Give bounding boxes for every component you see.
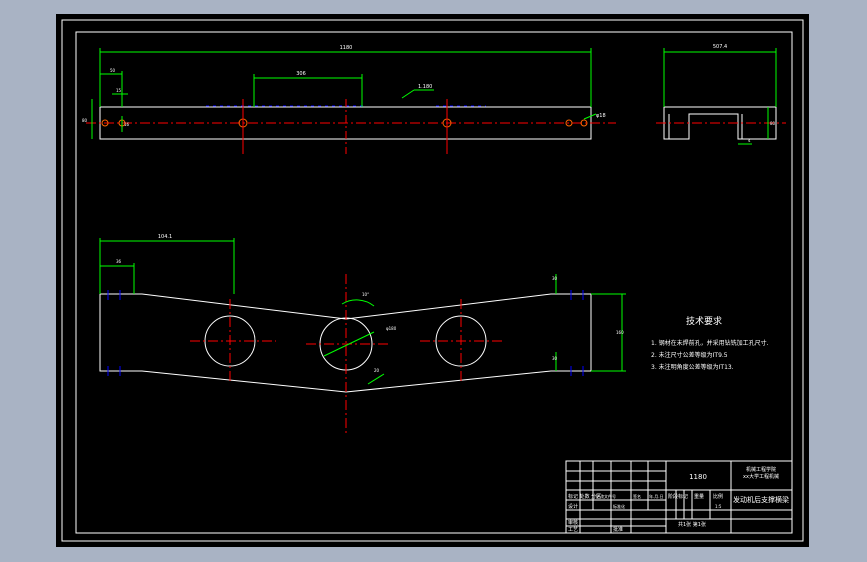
mid-approve: 批准 bbox=[613, 526, 623, 533]
row-process: 工艺 bbox=[568, 527, 578, 533]
side-view: 507.4 80 4 bbox=[656, 44, 786, 145]
top-view-hole-centers bbox=[242, 99, 448, 154]
top-view-dimensions bbox=[91, 48, 597, 139]
mid-change-doc: 更改文件号 bbox=[596, 493, 616, 499]
row-marker: 标记 处数 分区 bbox=[568, 493, 601, 500]
dim-small-2: 15 bbox=[116, 88, 122, 93]
front-height: 160 bbox=[616, 330, 624, 335]
school-line-2: xx大学工程机械 bbox=[743, 473, 779, 480]
dim-overall-length: 1180 bbox=[340, 45, 353, 51]
section-callout: 1.180 bbox=[418, 84, 432, 90]
side-width: 507.4 bbox=[713, 44, 727, 50]
sheet-inner-frame bbox=[75, 31, 793, 534]
tech-item-3: 3. 未注明角度公差等级为IT13. bbox=[651, 363, 734, 371]
top-view: 1180 306 1.180 50 15 16 80 φ18 bbox=[82, 45, 616, 154]
tech-item-2: 2. 未注尺寸公差等级为IT9.5 bbox=[651, 351, 728, 359]
tech-title: 技术要求 bbox=[686, 315, 722, 327]
stage-label: 阶段标记 bbox=[668, 493, 688, 500]
front-view-dimensions bbox=[99, 238, 626, 385]
front-small-right-bottom: 30 bbox=[552, 356, 558, 361]
front-small-dim: 36 bbox=[116, 259, 122, 264]
front-bottom-dim: 20 bbox=[374, 368, 380, 373]
scale-value: 1:5 bbox=[715, 504, 722, 509]
front-angle: 10° bbox=[362, 292, 369, 297]
side-view-profile bbox=[663, 106, 777, 140]
row-reviewer: 审核 bbox=[568, 519, 578, 526]
dim-small-1: 50 bbox=[110, 68, 116, 73]
dim-offset: 306 bbox=[296, 71, 306, 77]
tech-item-1: 1. 钢材在未焊前孔，并采用钻铣加工孔尺寸. bbox=[651, 339, 769, 347]
mid-standard: 标准化 bbox=[613, 503, 625, 509]
front-diameter: φ180 bbox=[386, 326, 397, 331]
dim-small-4: 80 bbox=[82, 118, 88, 123]
side-height: 80 bbox=[770, 121, 776, 126]
drawing-number: 1180 bbox=[689, 473, 707, 481]
title-block: 1180 机械工程学院 xx大学工程机械 发动机后支撑横梁 标记 处数 分区 设… bbox=[565, 460, 793, 534]
school-line-1: 机械工程学院 bbox=[746, 466, 776, 473]
row-designer: 设计 bbox=[568, 503, 578, 510]
top-view-holes bbox=[101, 118, 588, 128]
front-small-right-top: 30 bbox=[552, 276, 558, 281]
dim-small-3: 16 bbox=[124, 122, 130, 127]
part-name: 发动机后支撑横梁 bbox=[733, 495, 789, 504]
front-top-dim: 104.1 bbox=[158, 234, 172, 240]
hole-callout: φ18 bbox=[596, 113, 606, 119]
tech-requirements: 技术要求 1. 钢材在未焊前孔，并采用钻铣加工孔尺寸. 2. 未注尺寸公差等级为… bbox=[651, 315, 769, 371]
front-view: 104.1 36 10° φ180 160 30 30 20 bbox=[99, 234, 626, 434]
side-thickness: 4 bbox=[748, 138, 751, 143]
mid-date: 年.月.日 bbox=[649, 493, 664, 499]
sheet-info: 共1张 第1张 bbox=[678, 521, 706, 528]
drawing-canvas[interactable]: 1180 306 1.180 50 15 16 80 φ18 507.4 80 … bbox=[56, 14, 809, 547]
weight-label: 重量 bbox=[694, 493, 704, 500]
front-view-centerlines bbox=[190, 274, 502, 434]
mid-signature: 签名 bbox=[633, 493, 641, 499]
front-view-edge-marks bbox=[107, 290, 584, 376]
sheet-outer-frame bbox=[61, 19, 804, 542]
scale-label: 比例 bbox=[713, 493, 723, 500]
cad-viewport[interactable]: 1180 306 1.180 50 15 16 80 φ18 507.4 80 … bbox=[56, 14, 809, 547]
